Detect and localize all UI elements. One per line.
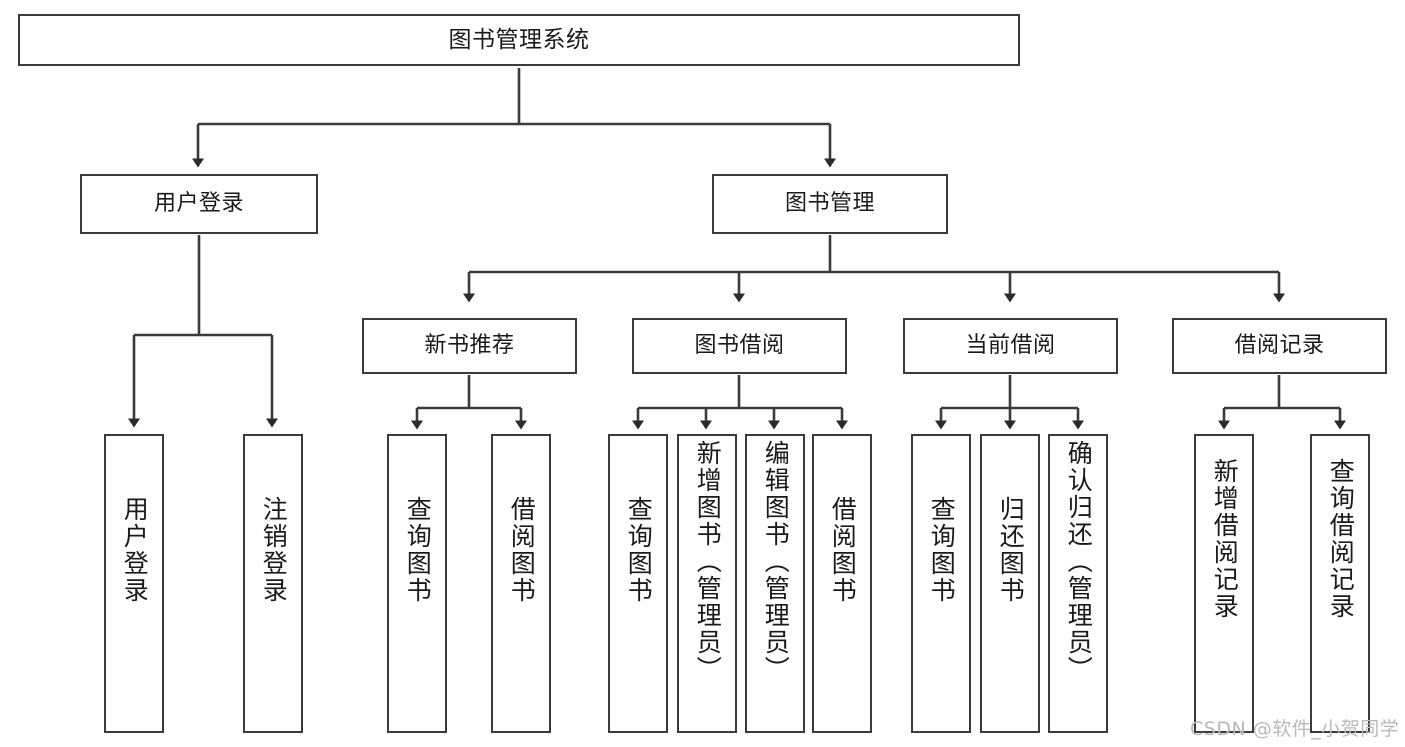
leaf-current-return-book[interactable]: 归还图书 — [980, 434, 1040, 733]
node-label: 用户登录 — [120, 496, 150, 604]
leaf-record-query[interactable]: 查询借阅记录 — [1310, 434, 1370, 733]
node-label: 查询图书 — [927, 496, 957, 604]
watermark: CSDN @软件_小贺同学 — [1190, 718, 1400, 740]
node-label: 新增借阅记录 — [1210, 458, 1240, 620]
node-book-borrow[interactable]: 图书借阅 — [632, 318, 847, 374]
leaf-borrow-query-book[interactable]: 查询图书 — [608, 434, 668, 733]
leaf-borrow-borrow-book[interactable]: 借阅图书 — [812, 434, 872, 733]
node-label: 当前借阅 — [965, 333, 1056, 359]
leaf-new-book-query[interactable]: 查询图书 — [387, 434, 447, 733]
node-book-management[interactable]: 图书管理 — [712, 174, 948, 234]
leaf-borrow-add-book-admin[interactable]: 新增图书（管理员） — [677, 434, 737, 733]
leaf-current-query-book[interactable]: 查询图书 — [911, 434, 971, 733]
leaf-user-login-action[interactable]: 用户登录 — [104, 434, 164, 733]
node-label: 确认归还（管理员） — [1064, 440, 1094, 683]
node-new-book-recommend[interactable]: 新书推荐 — [362, 318, 577, 374]
node-label: 借阅图书 — [828, 496, 858, 604]
node-label: 编辑图书（管理员） — [761, 440, 791, 683]
node-label: 新书推荐 — [424, 333, 515, 359]
node-label: 注销登录 — [259, 496, 289, 604]
node-borrow-record[interactable]: 借阅记录 — [1172, 318, 1387, 374]
leaf-new-book-borrow[interactable]: 借阅图书 — [491, 434, 551, 733]
node-label: 查询图书 — [624, 496, 654, 604]
node-label: 借阅图书 — [507, 496, 537, 604]
leaf-record-add[interactable]: 新增借阅记录 — [1194, 434, 1254, 733]
leaf-current-confirm-return-admin[interactable]: 确认归还（管理员） — [1048, 434, 1108, 733]
node-user-login[interactable]: 用户登录 — [80, 174, 318, 234]
node-current-borrow[interactable]: 当前借阅 — [903, 318, 1118, 374]
node-label: 借阅记录 — [1234, 333, 1325, 359]
node-label: 归还图书 — [996, 496, 1026, 604]
node-label: 查询图书 — [403, 496, 433, 604]
node-label: 用户登录 — [153, 191, 244, 217]
node-label: 图书借阅 — [694, 333, 785, 359]
node-root-system[interactable]: 图书管理系统 — [18, 14, 1020, 66]
node-label: 新增图书（管理员） — [693, 440, 723, 683]
node-label: 图书管理 — [784, 191, 875, 217]
leaf-borrow-edit-book-admin[interactable]: 编辑图书（管理员） — [745, 434, 805, 733]
leaf-user-logout-action[interactable]: 注销登录 — [243, 434, 303, 733]
node-label: 查询借阅记录 — [1326, 458, 1356, 620]
node-label: 图书管理系统 — [448, 26, 590, 53]
